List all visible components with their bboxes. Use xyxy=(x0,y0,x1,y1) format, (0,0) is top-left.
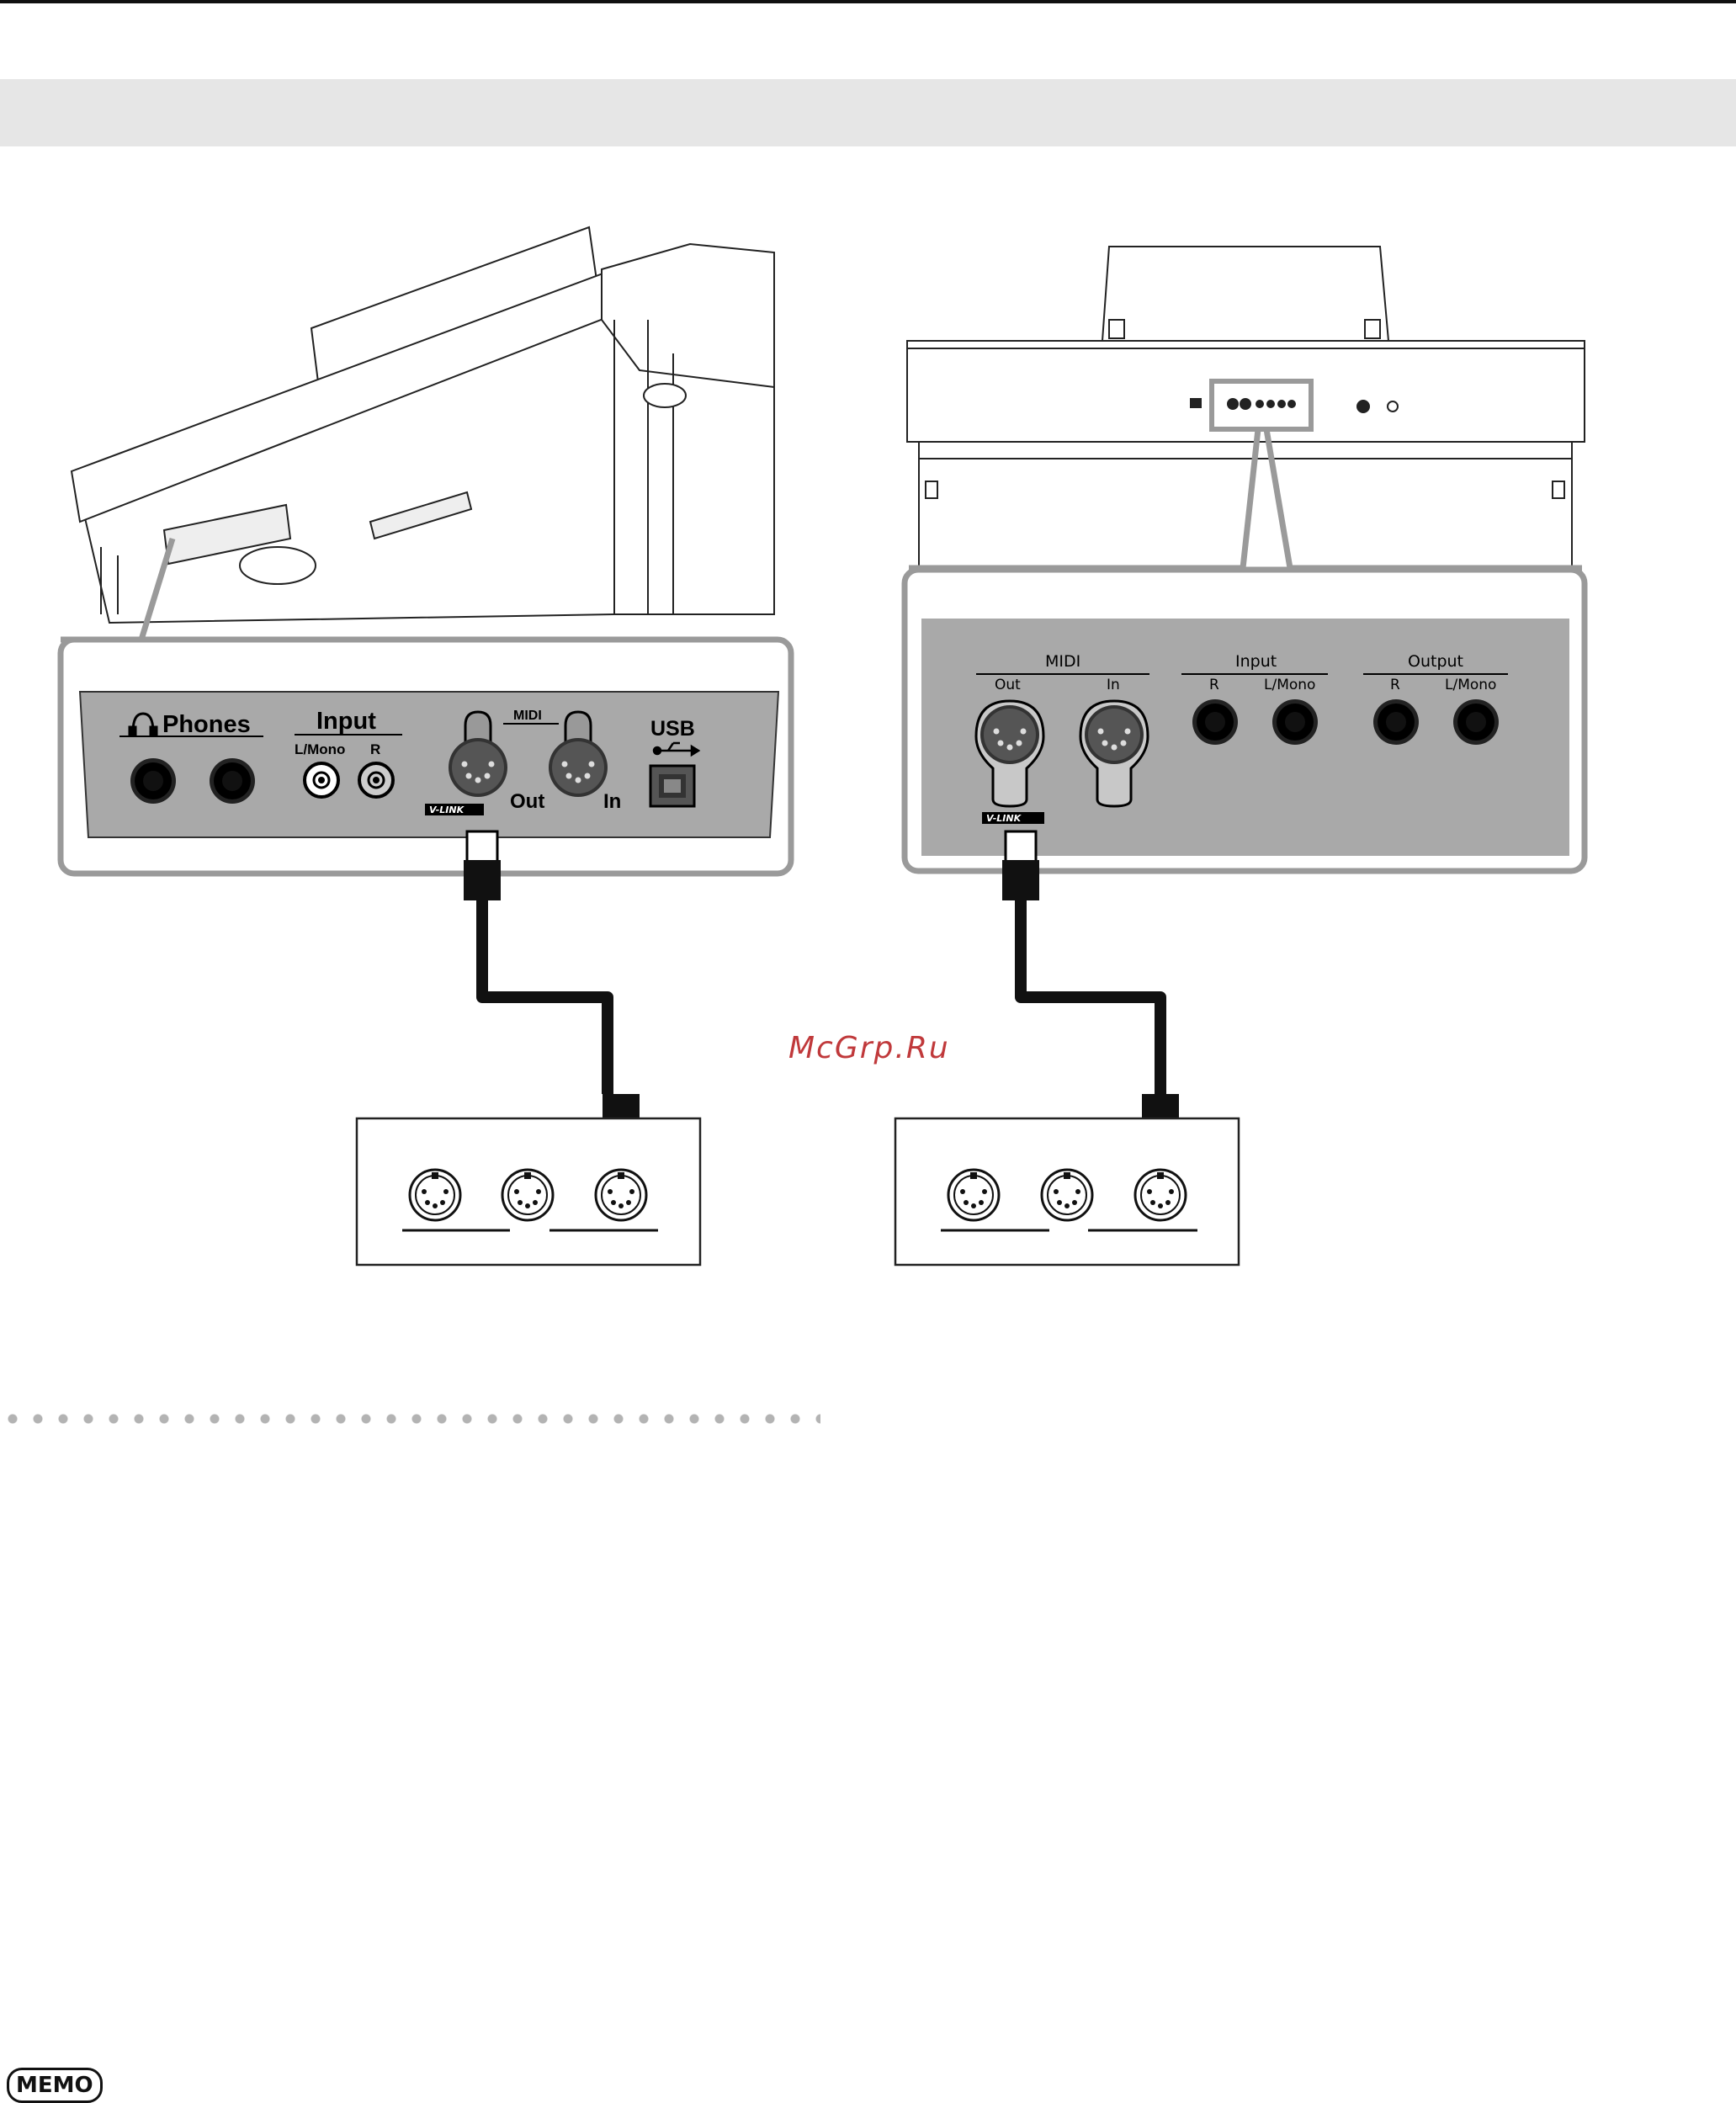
phones-jack-1[interactable] xyxy=(130,758,176,804)
usb-port[interactable] xyxy=(650,766,694,806)
input-r-label-right: R xyxy=(1209,677,1219,693)
memo-badge: MEMO xyxy=(7,2068,103,2103)
input-label: Input xyxy=(316,708,376,735)
dotted-separator xyxy=(0,1414,820,1424)
output-lmono-label: L/Mono xyxy=(1445,677,1496,693)
phones-label: Phones xyxy=(162,711,251,738)
input-lmono-jack-right[interactable] xyxy=(1272,699,1318,745)
input-lmono-jack[interactable] xyxy=(305,763,338,797)
svg-text:V-LINK: V-LINK xyxy=(429,805,465,815)
midi-label-left: MIDI xyxy=(513,709,542,723)
input-r-jack-right[interactable] xyxy=(1192,699,1238,745)
input-r-jack[interactable] xyxy=(359,763,393,797)
output-lmono-jack[interactable] xyxy=(1453,699,1499,745)
right-midi-cable xyxy=(1002,831,1179,1160)
phones-jack-2[interactable] xyxy=(210,758,255,804)
output-label: Output xyxy=(1408,652,1463,671)
watermark: McGrp.Ru xyxy=(788,1031,957,1065)
midi-label-right: MIDI xyxy=(1045,652,1080,671)
midi-in-label-left: In xyxy=(603,790,621,813)
device-midi-port-3-right[interactable] xyxy=(1135,1170,1186,1220)
input-r-label: R xyxy=(370,741,380,757)
device-midi-port-3-left[interactable] xyxy=(596,1170,646,1220)
midi-in-label-right: In xyxy=(1107,677,1120,693)
device-midi-port-2-left[interactable] xyxy=(502,1170,553,1220)
device-midi-port-1-left[interactable] xyxy=(410,1170,460,1220)
left-midi-cable xyxy=(464,831,640,1160)
midi-out-label-left: Out xyxy=(510,790,544,813)
device-midi-port-2-right[interactable] xyxy=(1042,1170,1092,1220)
midi-out-label-right: Out xyxy=(995,677,1021,693)
output-r-label: R xyxy=(1390,677,1400,693)
device-midi-port-1-right[interactable] xyxy=(948,1170,999,1220)
left-piano-drawing xyxy=(72,227,774,623)
svg-text:V-LINK: V-LINK xyxy=(986,813,1022,824)
output-r-jack[interactable] xyxy=(1373,699,1419,745)
input-lmono-label: L/Mono xyxy=(295,741,345,757)
input-lmono-label-right: L/Mono xyxy=(1264,677,1315,693)
usb-label: USB xyxy=(650,717,695,741)
input-label-right: Input xyxy=(1235,652,1277,671)
